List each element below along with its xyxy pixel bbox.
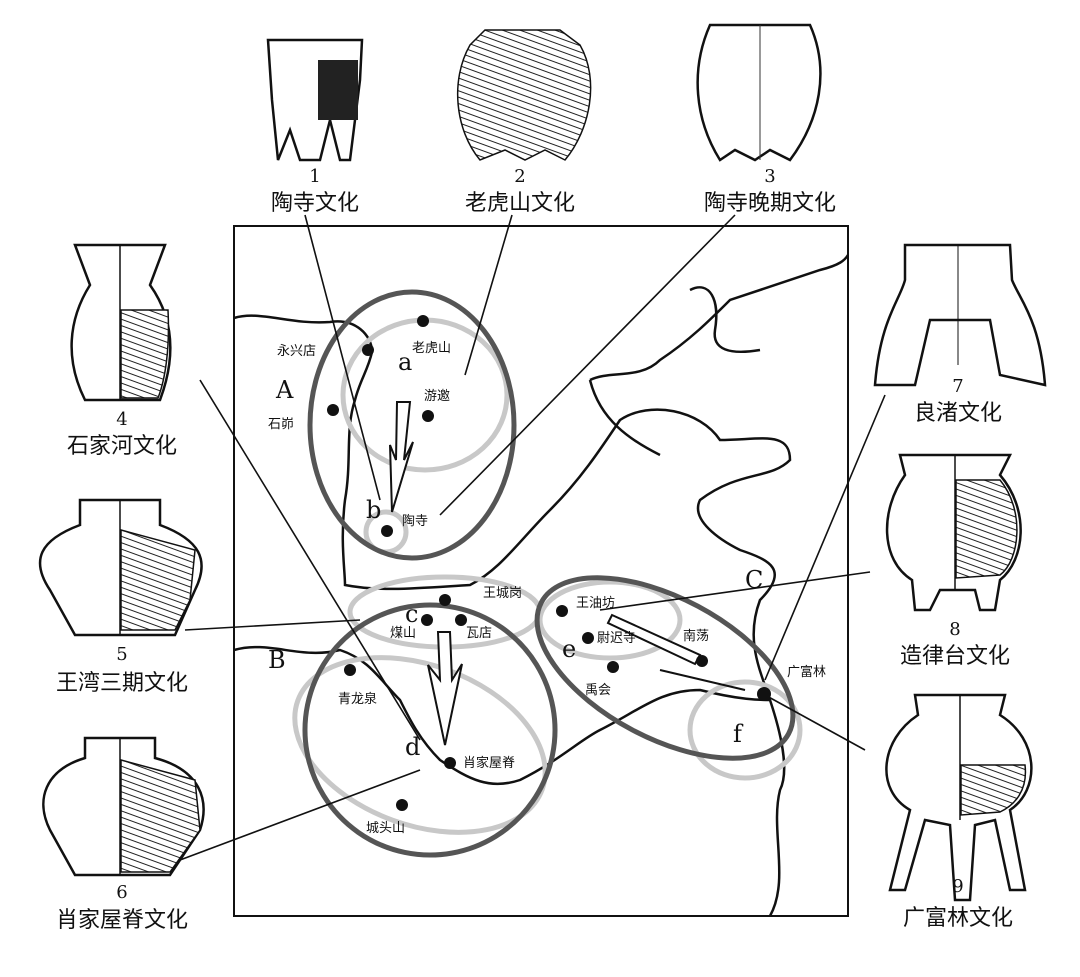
culture-name: 陶寺文化 — [271, 191, 359, 216]
migration-arrows — [389, 401, 746, 746]
culture-name: 石家河文化 — [67, 434, 177, 459]
pot-7-illustration — [873, 243, 1047, 387]
subregion-label-c: c — [405, 600, 418, 628]
arrow-a-to-b — [389, 401, 414, 513]
culture-number: 1 — [309, 166, 320, 187]
culture-number: 6 — [116, 882, 127, 903]
pot-9-illustration — [885, 693, 1033, 902]
site-label: 石峁 — [268, 417, 294, 432]
culture-number: 8 — [949, 619, 960, 640]
site-markers — [327, 315, 771, 811]
culture-name: 广富林文化 — [903, 906, 1013, 931]
leader-lines — [179, 214, 886, 861]
site-label: 肖家屋脊 — [463, 755, 515, 771]
region-outlines — [302, 289, 796, 858]
subregion-label-a: a — [398, 348, 412, 376]
culture-name: 肖家屋脊文化 — [56, 908, 188, 933]
culture-number: 2 — [514, 166, 525, 187]
culture-number: 7 — [952, 376, 963, 397]
site-label: 陶寺 — [402, 513, 428, 529]
region-label-A: A — [275, 376, 294, 404]
culture-name: 老虎山文化 — [465, 191, 575, 216]
pot-1-illustration — [266, 38, 364, 162]
pot-5-illustration — [38, 498, 203, 637]
site-label: 广富林 — [787, 664, 826, 680]
pot-8-illustration — [885, 453, 1022, 612]
arrow-c-to-d — [427, 631, 463, 746]
region-label-B: B — [268, 646, 286, 674]
culture-number: 3 — [764, 166, 775, 187]
region-label-C: C — [745, 566, 763, 594]
pot-3-illustration — [696, 23, 822, 162]
culture-name: 良渚文化 — [914, 401, 1002, 426]
culture-name: 陶寺晚期文化 — [704, 191, 836, 216]
site-label: 王城岗 — [483, 586, 522, 601]
culture-number: 4 — [116, 409, 127, 430]
culture-number: 9 — [952, 876, 963, 897]
pot-4-illustration — [70, 243, 172, 402]
site-label: 煤山 — [390, 626, 416, 641]
subregion-label-b: b — [366, 496, 381, 524]
site-label: 瓦店 — [466, 626, 492, 641]
site-label: 永兴店 — [277, 344, 316, 359]
site-label: 城头山 — [366, 821, 405, 836]
site-label: 游邀 — [424, 389, 450, 404]
culture-name: 造律台文化 — [900, 644, 1010, 669]
pot-2-illustration — [456, 29, 592, 161]
subregion-label-e: e — [562, 635, 576, 663]
site-label: 尉迟寺 — [597, 631, 636, 646]
map-frame — [233, 225, 849, 917]
pot-6-illustration — [42, 736, 205, 877]
subregion-label-f: f — [733, 720, 744, 748]
site-label: 禹会 — [585, 683, 611, 698]
site-label: 王油坊 — [576, 596, 615, 611]
subregion-label-d: d — [405, 733, 420, 761]
site-label: 青龙泉 — [338, 691, 377, 707]
site-label: 老虎山 — [412, 341, 451, 356]
culture-name: 王湾三期文化 — [56, 671, 188, 696]
arrow-e-to-f — [606, 613, 702, 666]
culture-number: 5 — [116, 644, 127, 665]
site-label: 南荡 — [683, 628, 709, 644]
